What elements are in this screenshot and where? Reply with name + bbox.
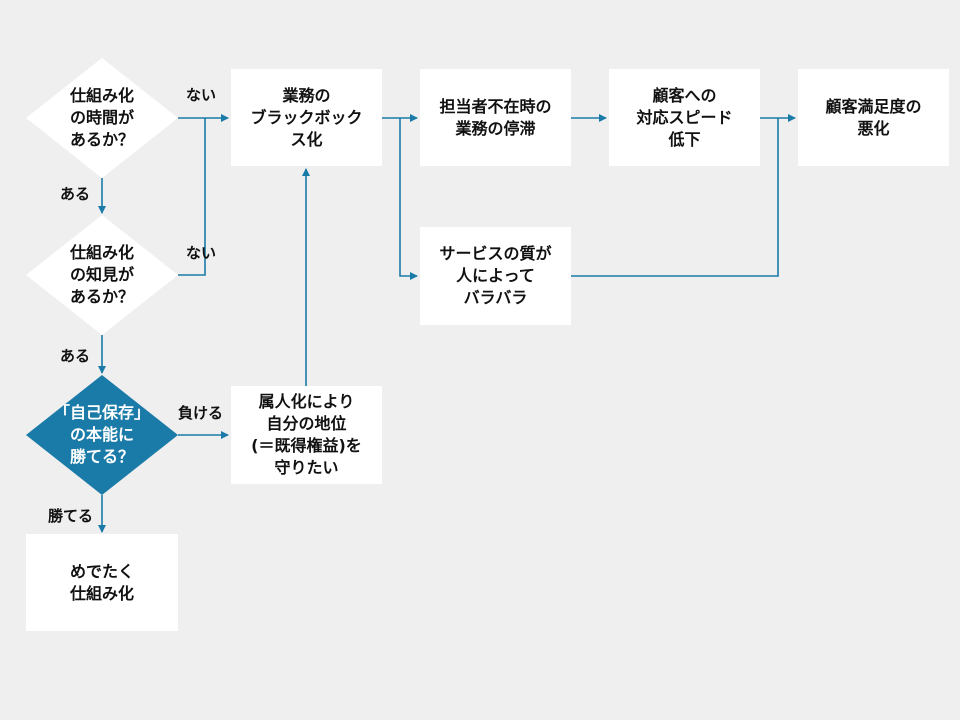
decision-diamond-time [26,58,178,178]
edge-quality-to-dissatisfaction [571,118,779,277]
node-stagnation: 担当者不在時の 業務の停滞 [420,69,571,166]
decision-selfpreservation-label: 「自己保存」 の本能に 勝てる？ [53,403,150,466]
decision-time-label: 仕組み化 の時間が あるか？ [69,86,134,149]
decision-knowhow-label: 仕組み化 の知見が あるか？ [69,243,134,306]
decision-diamond-knowhow [26,215,178,335]
edge-label-q1-no: ない [186,86,217,104]
decision-diamond-selfpreservation [26,375,178,495]
edge-label-q1-yes: ある [60,185,91,203]
edge-label-q2-no: ない [186,244,217,262]
edge-label-q2-yes: ある [60,347,91,365]
node-success: めでたく 仕組み化 [26,534,178,631]
edge-blackbox-to-quality [399,118,418,280]
node-blackbox: 業務の ブラックボック ス化 [231,69,382,166]
edge-q2-to-blackbox [178,118,206,276]
edge-label-q3-lose: 負ける [178,404,224,422]
edge-label-q3-win: 勝てる [48,507,94,525]
node-quality: サービスの質が 人によって バラバラ [420,227,571,325]
node-slowdown: 顧客への 対応スピード 低下 [609,69,760,166]
node-protect: 属人化により 自分の地位 (＝既得権益)を 守りたい [231,386,382,484]
node-dissatisfaction: 顧客満足度の 悪化 [798,69,949,166]
